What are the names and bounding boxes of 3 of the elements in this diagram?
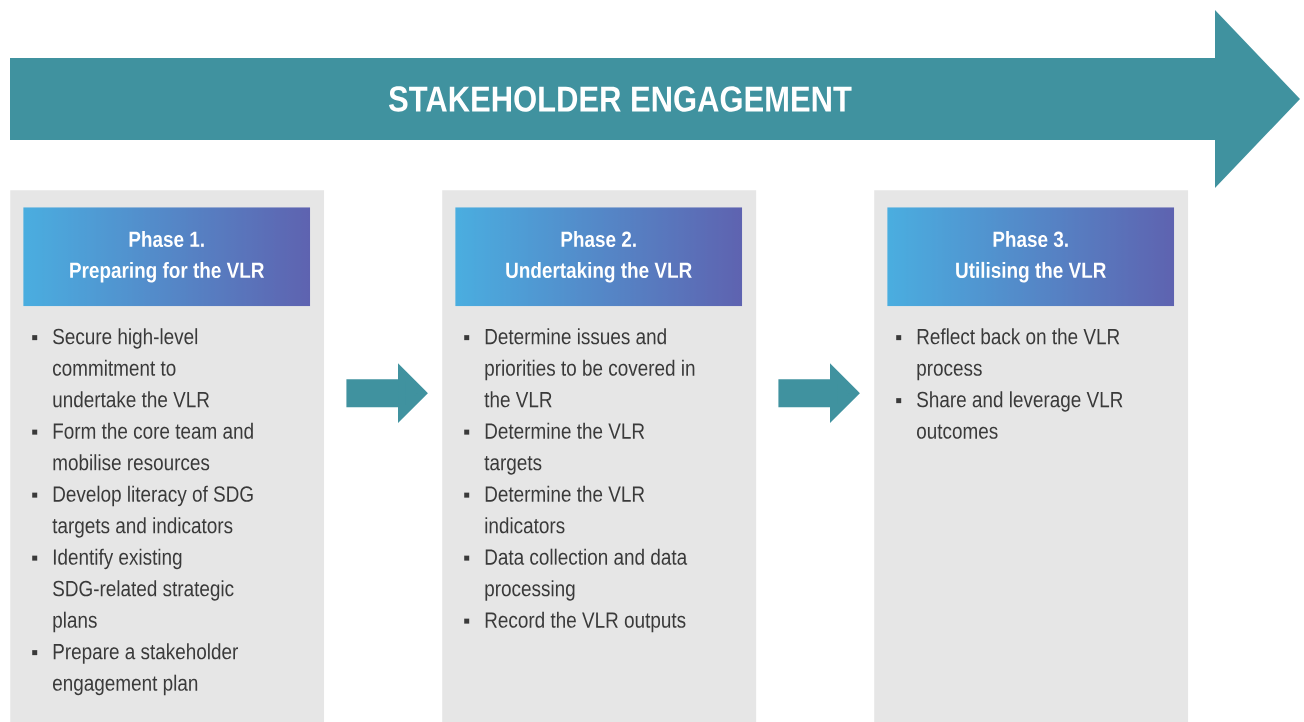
phase-header: Phase 2. Undertaking the VLR: [506, 230, 692, 283]
phase-header: Phase 3. Utilising the VLR: [956, 230, 1106, 283]
phase-header: Phase 1. Preparing for the VLR: [70, 230, 265, 283]
